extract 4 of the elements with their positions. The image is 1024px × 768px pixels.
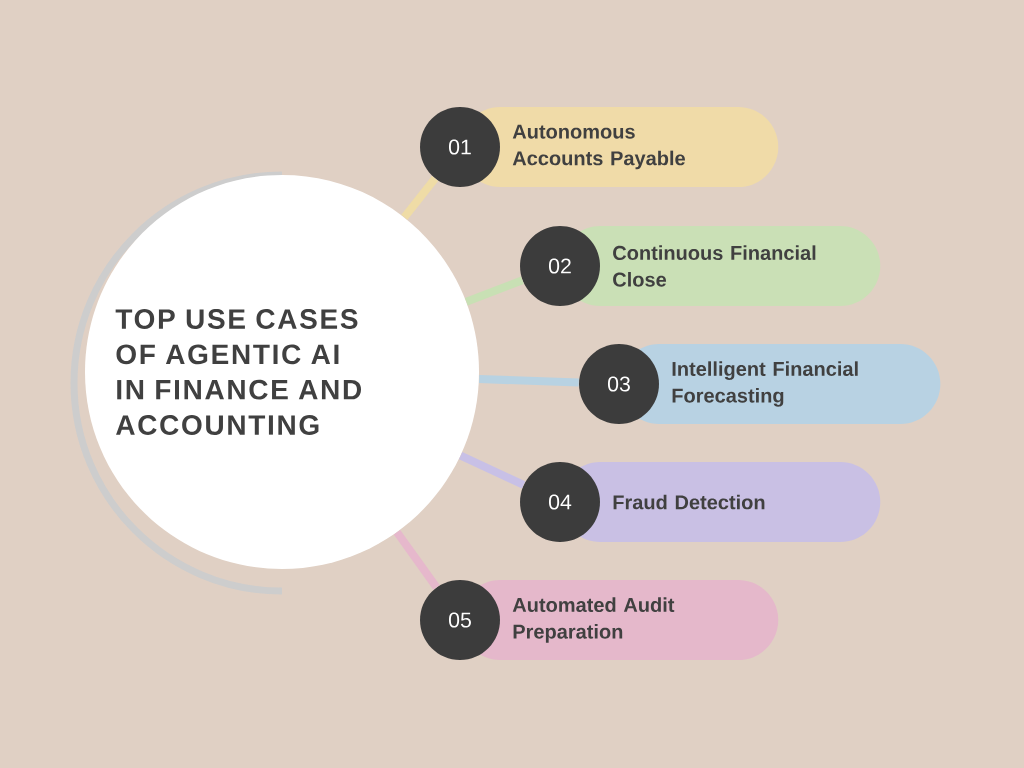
connector-line <box>464 276 524 306</box>
connector-line <box>459 451 526 489</box>
connector-line <box>393 529 440 590</box>
connector-line <box>401 176 439 220</box>
